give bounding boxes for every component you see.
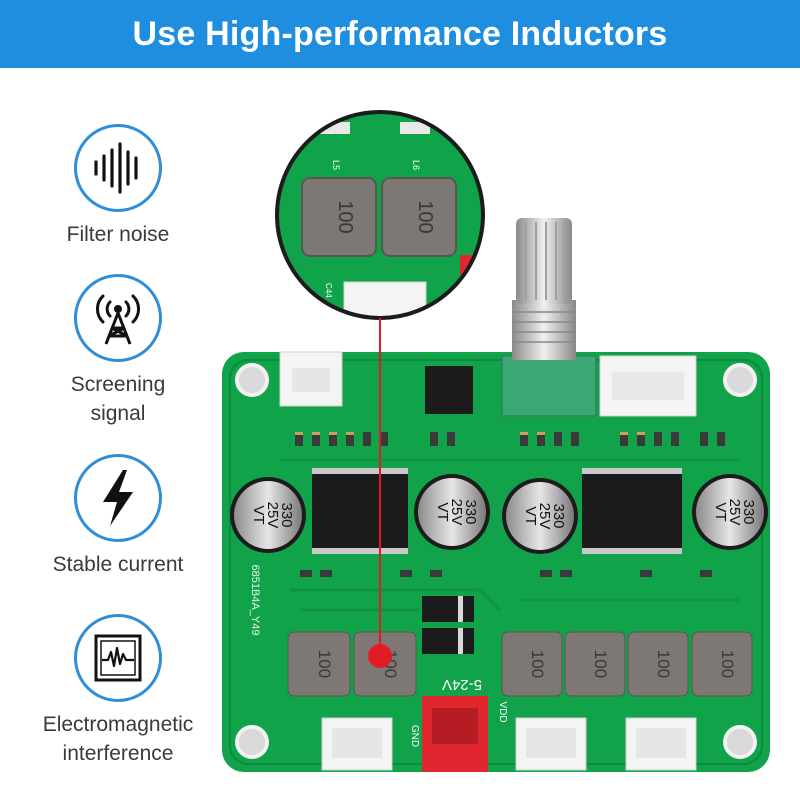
model-label: 6851B4A_Y49 (249, 565, 261, 636)
svg-text:25V: 25V (726, 499, 743, 526)
op-amp-chip (425, 366, 473, 414)
svg-text:100: 100 (654, 650, 673, 678)
volume-potentiometer (501, 218, 597, 417)
feature-label: Stable current (52, 553, 184, 576)
page-title: Use High-performance Inductors (132, 14, 668, 53)
svg-text:100: 100 (414, 200, 436, 233)
voltage-label: 5-24V (442, 676, 482, 693)
svg-text:330: 330 (278, 502, 295, 527)
svg-text:L6: L6 (411, 160, 421, 170)
power-inductors: 100 100 100 100 100 100 (287, 631, 753, 697)
svg-text:VT: VT (712, 502, 729, 521)
svg-text:VT: VT (434, 502, 451, 521)
feature-stable-current: Stable current (18, 454, 218, 579)
feature-label: Filter noise (66, 223, 170, 246)
oscilloscope-icon (74, 614, 162, 702)
electrolytic-capacitors: 330 25V VT 330 25V VT 330 25V VT 330 25V… (230, 474, 768, 554)
svg-text:100: 100 (591, 650, 610, 678)
zoom-inset: 100 100 L5 L6 C44 (275, 110, 485, 320)
svg-text:VT: VT (250, 505, 267, 524)
signal-tower-icon (74, 274, 162, 362)
bottom-connectors (321, 696, 697, 772)
svg-text:25V: 25V (448, 499, 465, 526)
smd-components (295, 432, 725, 577)
gnd-label: GND (409, 725, 420, 747)
svg-text:330: 330 (740, 499, 757, 524)
vdd-label: VDD (497, 701, 508, 722)
header-banner: Use High-performance Inductors (0, 0, 800, 68)
svg-text:100: 100 (718, 650, 737, 678)
svg-text:25V: 25V (536, 503, 553, 530)
zoom-pointer (368, 318, 392, 668)
amplifier-board-illustration: 330 25V VT 330 25V VT 330 25V VT 330 25V… (222, 110, 770, 772)
amplifier-chips (312, 468, 682, 554)
feature-filter-noise: Filter noise (18, 124, 218, 249)
diodes (422, 596, 474, 654)
sound-wave-icon (74, 124, 162, 212)
svg-text:25V: 25V (264, 502, 281, 529)
svg-text:100: 100 (528, 650, 547, 678)
svg-text:100: 100 (334, 200, 356, 233)
svg-text:330: 330 (462, 499, 479, 524)
feature-label: Electromagnetic interference (42, 713, 194, 765)
svg-text:VT: VT (522, 506, 539, 525)
feature-label: Screening signal (70, 373, 166, 425)
svg-text:C44: C44 (324, 283, 333, 298)
svg-text:100: 100 (315, 650, 334, 678)
feature-screening-signal: Screening signal (18, 274, 218, 428)
svg-text:L5: L5 (331, 160, 341, 170)
feature-electromagnetic-interference: Electromagnetic interference (18, 614, 218, 768)
svg-text:330: 330 (550, 503, 567, 528)
lightning-bolt-icon (74, 454, 162, 542)
top-connectors (279, 351, 697, 417)
